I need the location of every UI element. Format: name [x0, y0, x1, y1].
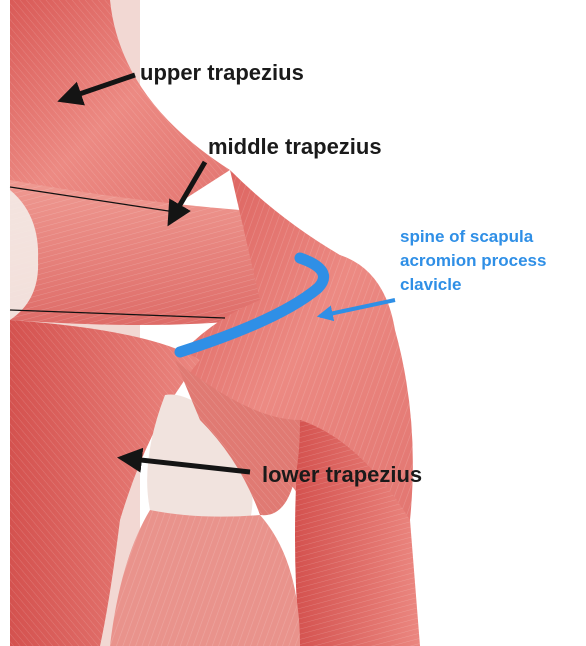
- label-middle-trapezius: middle trapezius: [208, 134, 382, 160]
- label-clavicle: clavicle: [400, 274, 461, 296]
- label-spine-of-scapula: spine of scapula: [400, 226, 533, 248]
- label-lower-trapezius: lower trapezius: [262, 462, 422, 488]
- label-acromion-process: acromion process: [400, 250, 546, 272]
- label-upper-trapezius: upper trapezius: [140, 60, 304, 86]
